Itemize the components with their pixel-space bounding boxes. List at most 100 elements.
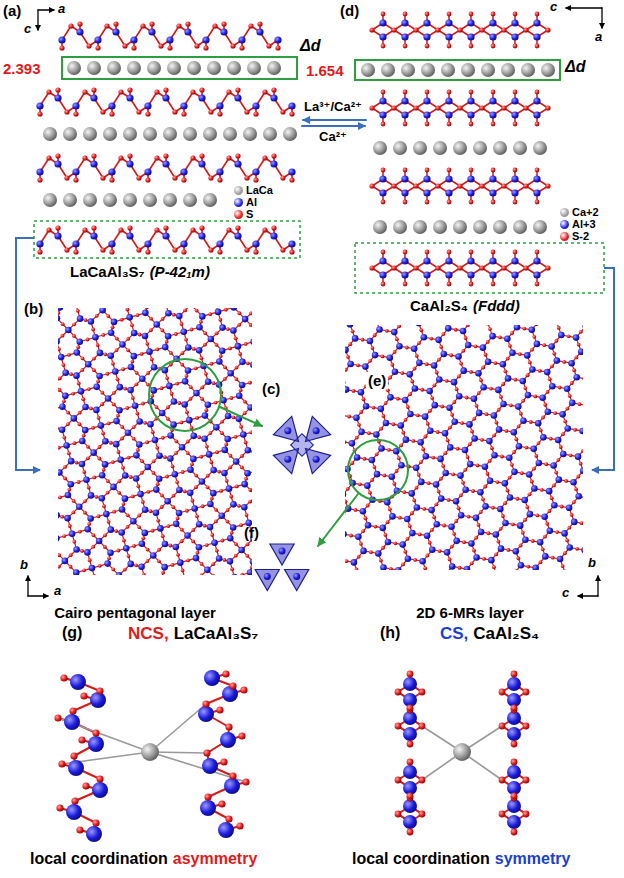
s-atom <box>120 437 124 441</box>
al-atom <box>221 470 228 477</box>
al-atom <box>138 564 145 571</box>
al-atom <box>233 458 240 465</box>
s-atom <box>140 23 145 28</box>
s-atom <box>228 347 232 351</box>
s-atom <box>195 309 199 313</box>
al-atom <box>205 401 212 408</box>
al-atom <box>130 518 137 525</box>
s-atom <box>151 529 155 533</box>
al-atom <box>130 36 137 43</box>
s-atom <box>68 23 73 28</box>
s-atom <box>131 45 136 50</box>
al-atom <box>59 426 66 433</box>
cation-atom <box>243 127 257 141</box>
s-atom <box>289 111 294 116</box>
cation-atom <box>127 61 141 75</box>
s-atom <box>82 155 87 160</box>
al-atom <box>136 418 143 425</box>
s-atom <box>115 348 119 352</box>
cation-atom <box>123 127 137 141</box>
s-atom <box>158 43 163 48</box>
s-atom <box>381 250 386 255</box>
s-atom <box>181 249 186 254</box>
s-atom <box>199 356 203 360</box>
cation-atom <box>481 63 495 77</box>
s-atom <box>491 90 496 95</box>
cation-atom <box>227 61 241 75</box>
s-atom <box>513 250 518 255</box>
al-atom <box>132 402 139 409</box>
s-atom <box>62 436 66 440</box>
s-atom <box>491 12 496 17</box>
s-atom <box>235 87 240 92</box>
s-atom <box>214 401 218 405</box>
s-atom <box>163 455 167 459</box>
cation-atom <box>393 141 407 155</box>
al-atom <box>54 94 61 101</box>
s-atom <box>87 522 91 526</box>
al-atom <box>216 555 223 562</box>
al-atom <box>72 240 79 247</box>
s-atom <box>172 313 176 317</box>
s-atom <box>280 109 285 114</box>
s-atom <box>145 249 150 254</box>
s-atom <box>131 396 135 400</box>
s-atom <box>240 454 244 458</box>
s-atom <box>126 525 130 529</box>
al-atom <box>198 160 205 167</box>
s-atom <box>62 534 66 538</box>
s-atom <box>58 553 61 557</box>
s-atom <box>107 421 111 425</box>
al-s-layer <box>369 12 550 49</box>
s-atom <box>126 308 130 311</box>
al-atom <box>69 531 76 538</box>
s-atom <box>168 544 172 548</box>
s-atom <box>246 542 250 546</box>
cation-atom <box>501 63 515 77</box>
s-atom <box>114 529 118 533</box>
s-atom <box>192 347 196 351</box>
s-atom <box>234 542 238 546</box>
s-atom <box>253 111 258 116</box>
s-atom <box>190 155 195 160</box>
cation-atom <box>461 63 475 77</box>
s-atom <box>64 175 69 180</box>
s-atom <box>248 381 252 385</box>
al-atom <box>144 102 151 109</box>
s-atom <box>535 250 540 255</box>
s-atom <box>248 488 252 492</box>
cation-atom <box>441 63 455 77</box>
s-atom <box>479 27 484 32</box>
cation-atom <box>187 61 201 75</box>
s-atom <box>166 405 170 409</box>
s-atom <box>165 340 169 344</box>
s-atom <box>103 352 107 356</box>
al-atom <box>93 407 100 414</box>
al-atom <box>131 330 138 337</box>
s-atom <box>232 416 236 420</box>
s-atom <box>201 504 205 508</box>
s-atom <box>523 265 528 270</box>
s-atom <box>137 514 141 518</box>
al-atom <box>58 308 63 311</box>
al-atom <box>401 19 408 26</box>
al-atom <box>162 160 169 167</box>
al-s-layer <box>369 250 550 287</box>
s-atom <box>535 44 540 49</box>
s-atom <box>63 465 67 469</box>
s-atom <box>73 177 78 182</box>
al-atom <box>36 168 43 175</box>
s-atom <box>244 440 248 444</box>
s-atom <box>275 45 280 50</box>
s-atom <box>123 387 127 391</box>
s-atom <box>271 87 276 92</box>
s-atom <box>184 338 188 342</box>
al-atom <box>112 28 119 35</box>
s-atom <box>226 327 230 331</box>
al-atom <box>180 328 187 335</box>
s-atom <box>126 337 130 341</box>
s-atom <box>146 548 150 552</box>
s-atom <box>160 494 164 498</box>
s-atom <box>210 533 214 537</box>
